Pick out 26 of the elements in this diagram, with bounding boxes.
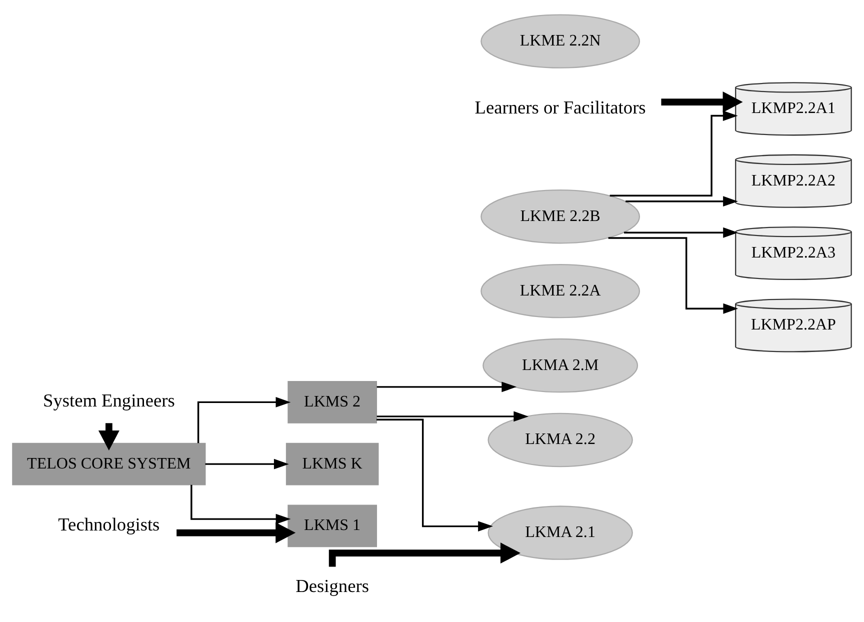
- node-ellipse: LKMA 2.2: [488, 412, 633, 467]
- node-text: Learners or Facilitators: [474, 96, 646, 117]
- arrow: [626, 196, 738, 206]
- arrow: [376, 410, 529, 422]
- node-box: LKMS 1: [288, 504, 377, 547]
- node-box: LKMS 2: [288, 380, 377, 423]
- arrow: [190, 484, 291, 524]
- node-text: Technologists: [58, 514, 160, 534]
- arrow: [608, 236, 738, 314]
- node-ellipse: LKME 2.2N: [480, 14, 640, 68]
- node-ellipse: LKMA 2.1: [488, 505, 633, 560]
- arrow: [197, 396, 291, 443]
- arrow: [661, 91, 743, 112]
- node-ellipse: LKME 2.2A: [480, 263, 640, 318]
- arrow: [176, 522, 296, 543]
- arrow: [376, 381, 517, 392]
- arrow: [205, 458, 289, 469]
- node-box: TELOS CORE SYSTEM: [12, 442, 206, 485]
- arrow: [610, 110, 738, 196]
- arrow: [624, 226, 738, 238]
- arrow: [376, 418, 493, 532]
- node-box: LKMS K: [286, 442, 379, 485]
- arrow: [98, 422, 120, 450]
- node-text: Designers: [296, 576, 369, 596]
- node-text: System Engineers: [43, 390, 175, 410]
- node-ellipse: LKME 2.2B: [480, 188, 640, 244]
